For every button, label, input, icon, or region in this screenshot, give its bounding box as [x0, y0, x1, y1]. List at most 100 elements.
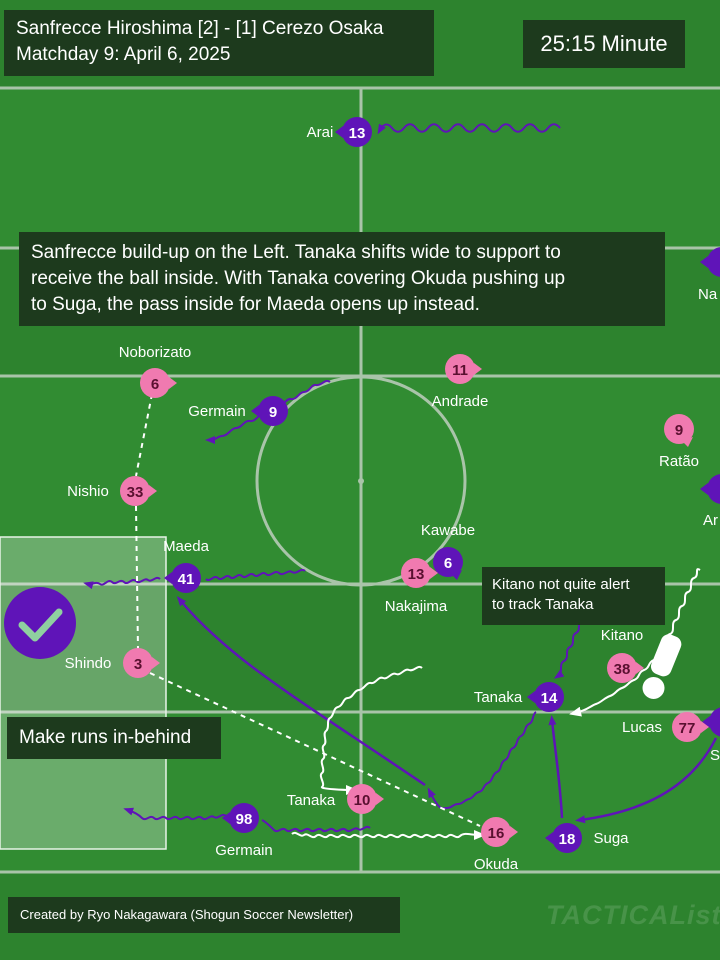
facing-pointer — [702, 716, 710, 728]
run-germain-98 — [128, 810, 371, 833]
player-name: Shindo — [65, 655, 112, 672]
description-line: Sanfrecce build-up on the Left. Tanaka s… — [31, 242, 561, 263]
player-number: 14 — [541, 690, 558, 707]
player-name: Ar — [703, 512, 718, 529]
player-number: 6 — [444, 555, 452, 572]
player-number: 6 — [151, 376, 159, 393]
player-number: 13 — [349, 125, 366, 142]
player-number: 38 — [614, 661, 631, 678]
pink-team-markers: 6Noborizato33Nishio3Shindo11Andrade13Nak… — [65, 344, 709, 873]
player-name: Ratão — [659, 453, 699, 470]
highlight-zone — [0, 536, 167, 850]
purple-player-marker: 14 Tanaka — [474, 682, 564, 712]
match-title-box: Sanfrecce Hiroshima [2] - [1] Cerezo Osa… — [4, 10, 434, 76]
facing-pointer — [164, 572, 172, 584]
player-disc — [140, 368, 170, 398]
purple-player-marker: S — [702, 707, 720, 764]
player-name: Tanaka — [287, 792, 336, 809]
pink-player-marker: 6 Noborizato — [119, 344, 192, 398]
facing-pointer — [169, 377, 177, 389]
player-disc — [552, 823, 582, 853]
run-s-to-suga — [575, 737, 718, 824]
callout-line: Kitano not quite alert — [492, 576, 630, 593]
watermark-logo: TACTICALista — [546, 900, 720, 930]
purple-wavy-runs — [88, 123, 601, 833]
player-disc — [401, 558, 431, 588]
player-number: 18 — [559, 831, 576, 848]
clock-badge: 25:15 Minute — [523, 20, 685, 68]
purple-player-marker: 13 Arai — [307, 117, 372, 147]
center-spot — [358, 478, 364, 484]
player-name: Kitano — [601, 627, 644, 644]
run-tanaka-14-down — [427, 711, 537, 810]
player-disc — [433, 547, 463, 577]
pink-player-marker: 10 Tanaka — [287, 784, 384, 814]
pass-lines — [135, 393, 481, 827]
facing-pointer — [701, 721, 709, 733]
player-name: Tanaka — [474, 689, 523, 706]
description-box: Sanfrecce build-up on the Left. Tanaka s… — [19, 232, 665, 326]
pink-player-marker: 33 Nishio — [67, 476, 157, 506]
player-name: Lucas — [622, 719, 662, 736]
run-tanaka-10 — [319, 665, 423, 795]
player-number: 9 — [269, 404, 277, 421]
run-suga-to-tanaka — [548, 715, 564, 819]
pink-player-marker: 77 Lucas — [622, 712, 709, 742]
player-name: Okuda — [474, 856, 519, 873]
facing-pointer — [527, 691, 535, 703]
facing-pointer — [152, 657, 160, 669]
player-disc — [664, 414, 694, 444]
runs-callout: Make runs in-behind — [7, 717, 221, 759]
player-name: Germain — [215, 842, 273, 859]
player-disc — [607, 653, 637, 683]
pass-noborizato-nishio — [135, 393, 153, 477]
player-disc — [258, 396, 288, 426]
player-disc — [342, 117, 372, 147]
purple-runs — [176, 596, 718, 824]
player-name: Arai — [307, 124, 334, 141]
kitano-callout: Kitano not quite alert to track Tanaka — [482, 567, 665, 625]
facing-pointer — [222, 812, 230, 824]
match-title: Sanfrecce Hiroshima [2] - [1] Cerezo Osa… — [16, 18, 384, 39]
facing-pointer — [682, 437, 693, 447]
facing-pointer — [430, 567, 438, 579]
facing-pointer — [149, 485, 157, 497]
purple-player-marker: Ar — [700, 474, 720, 529]
facing-pointer — [636, 662, 644, 674]
facing-pointer — [474, 363, 482, 375]
player-number: 10 — [354, 792, 371, 809]
facing-pointer — [251, 405, 259, 417]
pass-nishio-shindo — [135, 505, 139, 651]
player-disc — [229, 803, 259, 833]
facing-pointer — [335, 126, 343, 138]
player-disc — [123, 648, 153, 678]
purple-player-marker: 18 Suga — [545, 823, 629, 853]
player-name: Nakajima — [385, 598, 448, 615]
player-name: Noborizato — [119, 344, 192, 361]
player-name: S — [710, 747, 720, 764]
player-disc — [709, 707, 720, 737]
player-disc — [707, 247, 720, 277]
player-number: 11 — [452, 362, 468, 379]
player-number: 98 — [236, 811, 253, 828]
player-disc — [481, 817, 511, 847]
player-number: 77 — [679, 720, 696, 737]
purple-player-marker: Na — [698, 247, 720, 303]
facing-pointer — [451, 570, 462, 580]
player-number: 13 — [408, 566, 425, 583]
player-name: Suga — [593, 830, 629, 847]
player-name: Nishio — [67, 483, 109, 500]
player-number: 33 — [127, 484, 144, 501]
facing-pointer — [545, 832, 553, 844]
run-arai — [377, 123, 561, 135]
description-line: to Suga, the pass inside for Maeda opens… — [31, 294, 480, 315]
facing-pointer — [700, 256, 708, 268]
